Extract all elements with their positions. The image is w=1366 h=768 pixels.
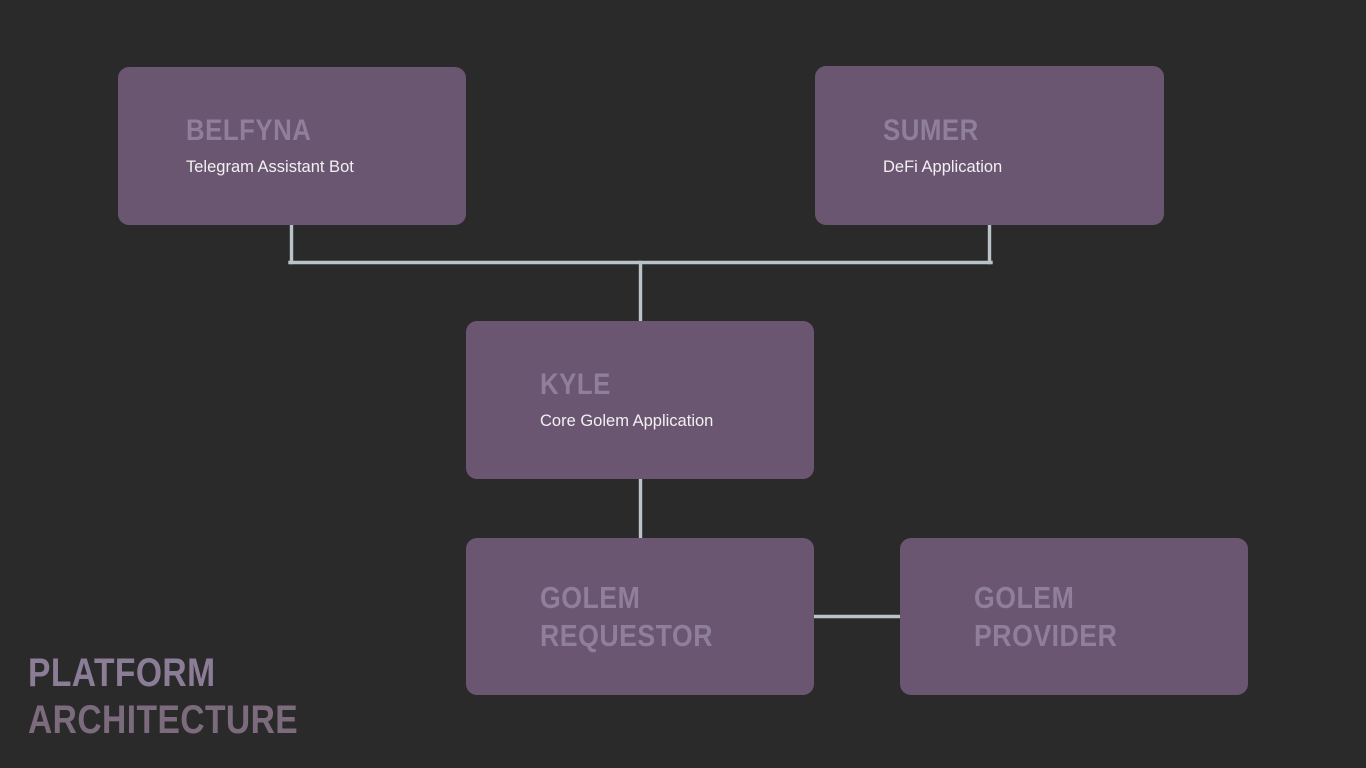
node-card-sumer[interactable]: SUMER DeFi Application bbox=[815, 66, 1164, 225]
node-golem-requestor-content: GOLEM REQUESTOR bbox=[466, 579, 814, 655]
node-card-kyle[interactable]: KYLE Core Golem Application bbox=[466, 321, 814, 479]
node-golem-requestor-title: GOLEM REQUESTOR bbox=[540, 579, 714, 653]
node-card-belfyna[interactable]: BELFYNA Telegram Assistant Bot bbox=[118, 67, 466, 225]
node-card-golem-requestor[interactable]: GOLEM REQUESTOR bbox=[466, 538, 814, 695]
slide-caption: PLATFORM ARCHITECTURE bbox=[28, 650, 350, 744]
node-kyle-subtitle: Core Golem Application bbox=[540, 412, 714, 431]
slide-caption-line-2: ARCHITECTURE bbox=[28, 698, 299, 743]
node-kyle-content: KYLE Core Golem Application bbox=[466, 367, 814, 432]
node-belfyna-subtitle: Telegram Assistant Bot bbox=[186, 158, 354, 177]
node-golem-provider-title: GOLEM PROVIDER bbox=[974, 579, 1118, 653]
node-belfyna-content: BELFYNA Telegram Assistant Bot bbox=[118, 113, 466, 178]
node-sumer-subtitle: DeFi Application bbox=[883, 157, 1003, 176]
node-golem-provider-content: GOLEM PROVIDER bbox=[900, 579, 1248, 655]
node-card-golem-provider[interactable]: GOLEM PROVIDER bbox=[900, 538, 1248, 695]
slide-caption-line-1: PLATFORM bbox=[28, 651, 216, 696]
node-sumer-title: SUMER bbox=[883, 113, 979, 147]
node-kyle-title: KYLE bbox=[540, 368, 611, 402]
node-sumer-content: SUMER DeFi Application bbox=[815, 113, 1164, 178]
node-belfyna-title: BELFYNA bbox=[186, 114, 312, 148]
